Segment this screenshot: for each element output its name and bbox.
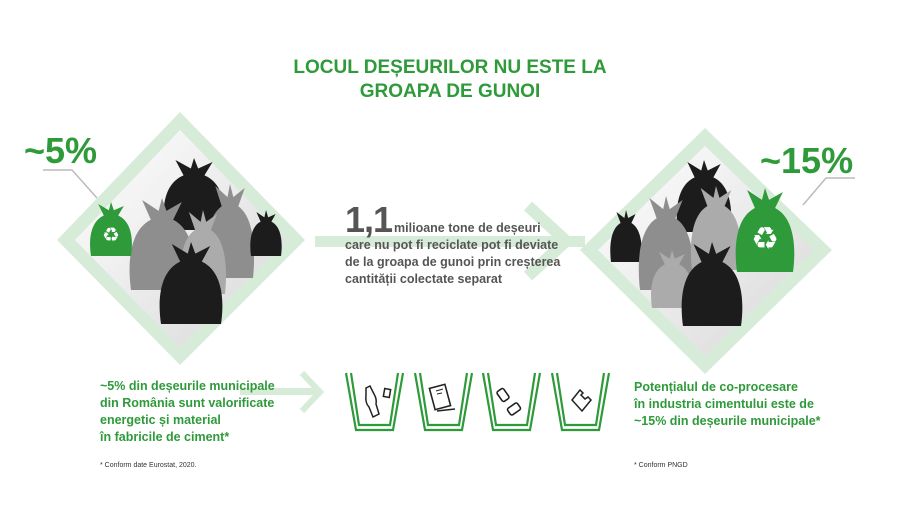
footnote-left: * Conform date Eurostat, 2020. [100,462,197,469]
text-line: din România sunt valorificate [100,396,275,410]
text-line: în fabricile de ciment* [100,430,230,444]
text-line: în industria cimentului este de [634,397,814,411]
trash-bag-icon [159,242,223,324]
trash-bag-icon [610,210,642,262]
arrow-band [240,388,318,395]
text-line: cantității colectate separat [345,272,503,286]
left-percent: ~5% [24,130,98,171]
text-line: de la groapa de gunoi prin creșterea [345,255,561,269]
recycling-bin [413,372,474,432]
trash-bag-icon [651,250,693,308]
page-title: LOCUL DEȘEURILOR NU ESTE LA GROAPA DE GU… [200,56,700,104]
text-line: care nu pot fi reciclate pot fi deviate [345,238,559,252]
title-line: LOCUL DEȘEURILOR NU ESTE LA [293,57,607,78]
trash-bag-icon [163,158,225,230]
chevron-right-icon [523,201,575,281]
footnote-right: * Conform PNGD [634,462,688,469]
right-description: Potențialul de co-procesare în industria… [634,379,821,430]
recycle-icon: ♻ [751,221,779,257]
trash-bag-icon [250,210,282,256]
chevron-right-icon [299,370,325,414]
leader-line [802,177,855,206]
cans-icon [496,387,522,416]
title-line: GROAPA DE GUNOI [359,81,541,102]
text-line: ~15% din deșeurile municipale* [634,414,821,428]
left-description: ~5% din deșeurile municipale din România… [100,378,275,446]
right-percent: ~15% [760,140,854,181]
recycle-bag-icon: ♻ [735,188,795,272]
recycling-bin [344,372,405,432]
recycling-bin [550,372,611,432]
recycle-icon: ♻ [102,223,120,246]
bottle-glass-icon [365,384,392,419]
arrow-band [315,236,585,247]
text-line: ~5% din deșeurile municipale [100,379,275,393]
leader-line [43,169,98,199]
recycle-bag-icon: ♻ [90,202,132,256]
text-line: Potențialul de co-procesare [634,380,798,394]
recycling-bin [481,372,542,432]
text-line: milioane tone de deșeuri [394,221,541,235]
plastic-bag-icon [571,388,593,413]
trash-bag-icon [681,242,743,326]
paper-book-icon [428,383,456,412]
big-number: 1,1 [345,199,393,240]
text-line: energetic și material [100,413,221,427]
